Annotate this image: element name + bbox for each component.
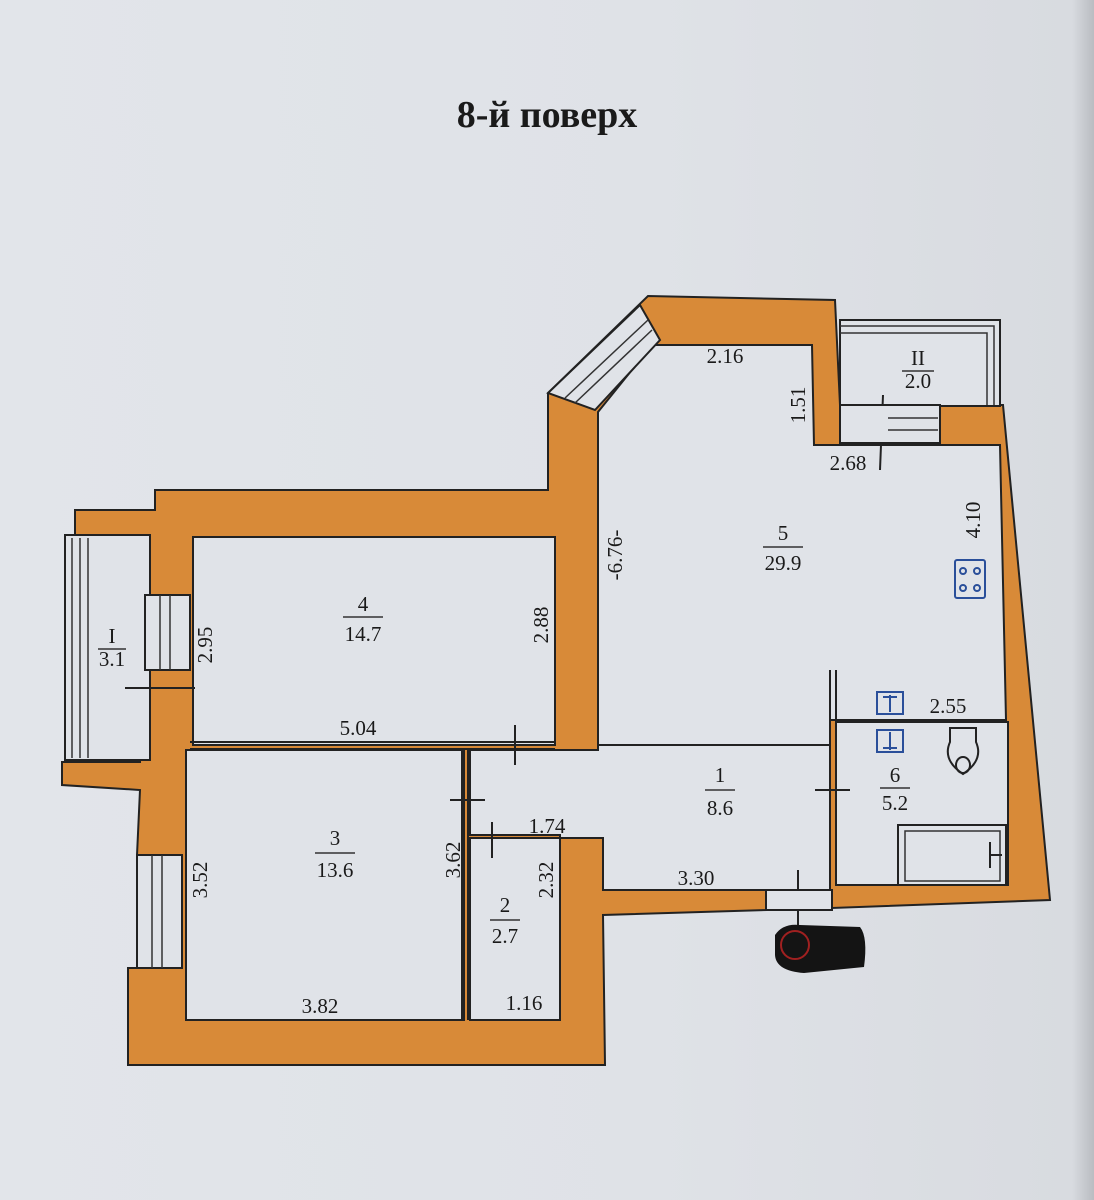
svg-text:6: 6	[890, 763, 901, 787]
svg-text:2.7: 2.7	[492, 924, 518, 948]
dim-r2-bottom: 1.16	[506, 991, 543, 1015]
dim-r3-bottom: 3.82	[302, 994, 339, 1018]
window-room-5-bay	[546, 303, 662, 412]
svg-text:2.0: 2.0	[905, 369, 931, 393]
svg-text:4: 4	[358, 592, 369, 616]
svg-text:1: 1	[715, 763, 726, 787]
dim-r6-top: 2.55	[930, 694, 967, 718]
dim-r3-right: 3.62	[441, 842, 465, 879]
room-3	[185, 749, 465, 1021]
svg-text:29.9: 29.9	[765, 551, 802, 575]
dim-r1-bottom: 3.30	[678, 866, 715, 890]
svg-text:I: I	[109, 624, 116, 648]
dim-r5-left: -6.76-	[603, 530, 627, 581]
bathtub-icon	[897, 824, 1007, 886]
dim-r5-top: 2.16	[707, 344, 744, 368]
room-label-2: 2 2.7	[490, 893, 520, 948]
room-6	[835, 721, 1009, 886]
svg-text:II: II	[911, 346, 925, 370]
sink-icon	[876, 691, 904, 753]
svg-text:8.6: 8.6	[707, 796, 733, 820]
svg-text:5.2: 5.2	[882, 791, 908, 815]
stove-icon	[954, 559, 986, 599]
window-room-3	[136, 854, 183, 969]
room-4	[192, 536, 556, 746]
room-label-4: 4 14.7	[343, 592, 383, 646]
dim-r5-door: 2.68	[830, 451, 867, 475]
dim-r5-right: 4.10	[961, 502, 985, 539]
entrance-door	[765, 889, 833, 911]
dim-r2-top: 1.74	[529, 814, 566, 838]
balcony-1	[64, 534, 151, 761]
dim-r2-right: 2.32	[534, 862, 558, 899]
room-label-3: 3 13.6	[315, 826, 355, 882]
room-2	[469, 837, 561, 1021]
svg-text:3.1: 3.1	[99, 647, 125, 671]
svg-text:13.6: 13.6	[317, 858, 354, 882]
window-balcony-1	[144, 594, 191, 671]
svg-text:3: 3	[330, 826, 341, 850]
balcony-2-door	[839, 404, 941, 444]
dim-r3-left: 3.52	[188, 862, 212, 899]
floor-title: 8-й поверх	[457, 94, 638, 136]
toilet-icon	[946, 727, 980, 776]
balcony-label-2: II 2.0	[902, 346, 934, 393]
balcony-label-1: I 3.1	[98, 624, 126, 671]
svg-text:14.7: 14.7	[345, 622, 382, 646]
room-label-5: 5 29.9	[763, 521, 803, 575]
svg-text:2: 2	[500, 893, 511, 917]
dim-r4-right: 2.88	[529, 607, 553, 644]
redacted-mark	[775, 924, 866, 973]
dim-r4-bottom: 5.04	[340, 716, 377, 740]
room-label-6: 6 5.2	[880, 763, 910, 815]
room-label-1: 1 8.6	[705, 763, 735, 820]
dim-r5-notch: 1.51	[786, 387, 810, 424]
svg-text:5: 5	[778, 521, 789, 545]
dim-r4-left: 2.95	[193, 627, 217, 664]
